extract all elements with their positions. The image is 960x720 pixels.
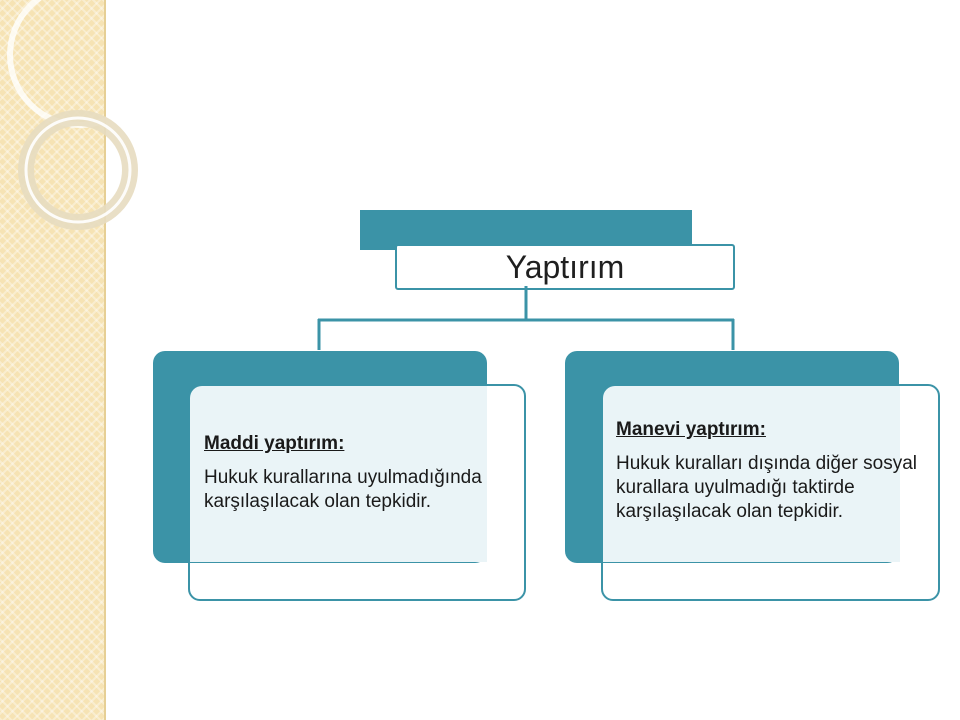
child-node-manevi xyxy=(601,384,940,601)
root-node-tab xyxy=(360,210,692,250)
child-node-maddi xyxy=(188,384,526,601)
root-node: Yaptırım xyxy=(395,244,735,290)
child-node-text-manevi: Manevi yaptırım: Hukuk kuralları dışında… xyxy=(616,418,934,524)
root-node-label: Yaptırım xyxy=(505,248,625,285)
child-body-maddi: Hukuk kurallarına uyulmadığında karşılaş… xyxy=(204,467,482,512)
child-node-text-maddi: Maddi yaptırım: Hukuk kurallarına uyulma… xyxy=(204,432,516,514)
child-title-maddi: Maddi yaptırım: xyxy=(204,433,345,454)
child-title-manevi: Manevi yaptırım: xyxy=(616,419,766,440)
child-node-fill-manevi xyxy=(603,386,900,562)
decorative-circles xyxy=(7,0,153,230)
child-body-manevi: Hukuk kuralları dışında diğer sosyal kur… xyxy=(616,453,917,522)
child-node-fill-maddi xyxy=(190,386,487,562)
